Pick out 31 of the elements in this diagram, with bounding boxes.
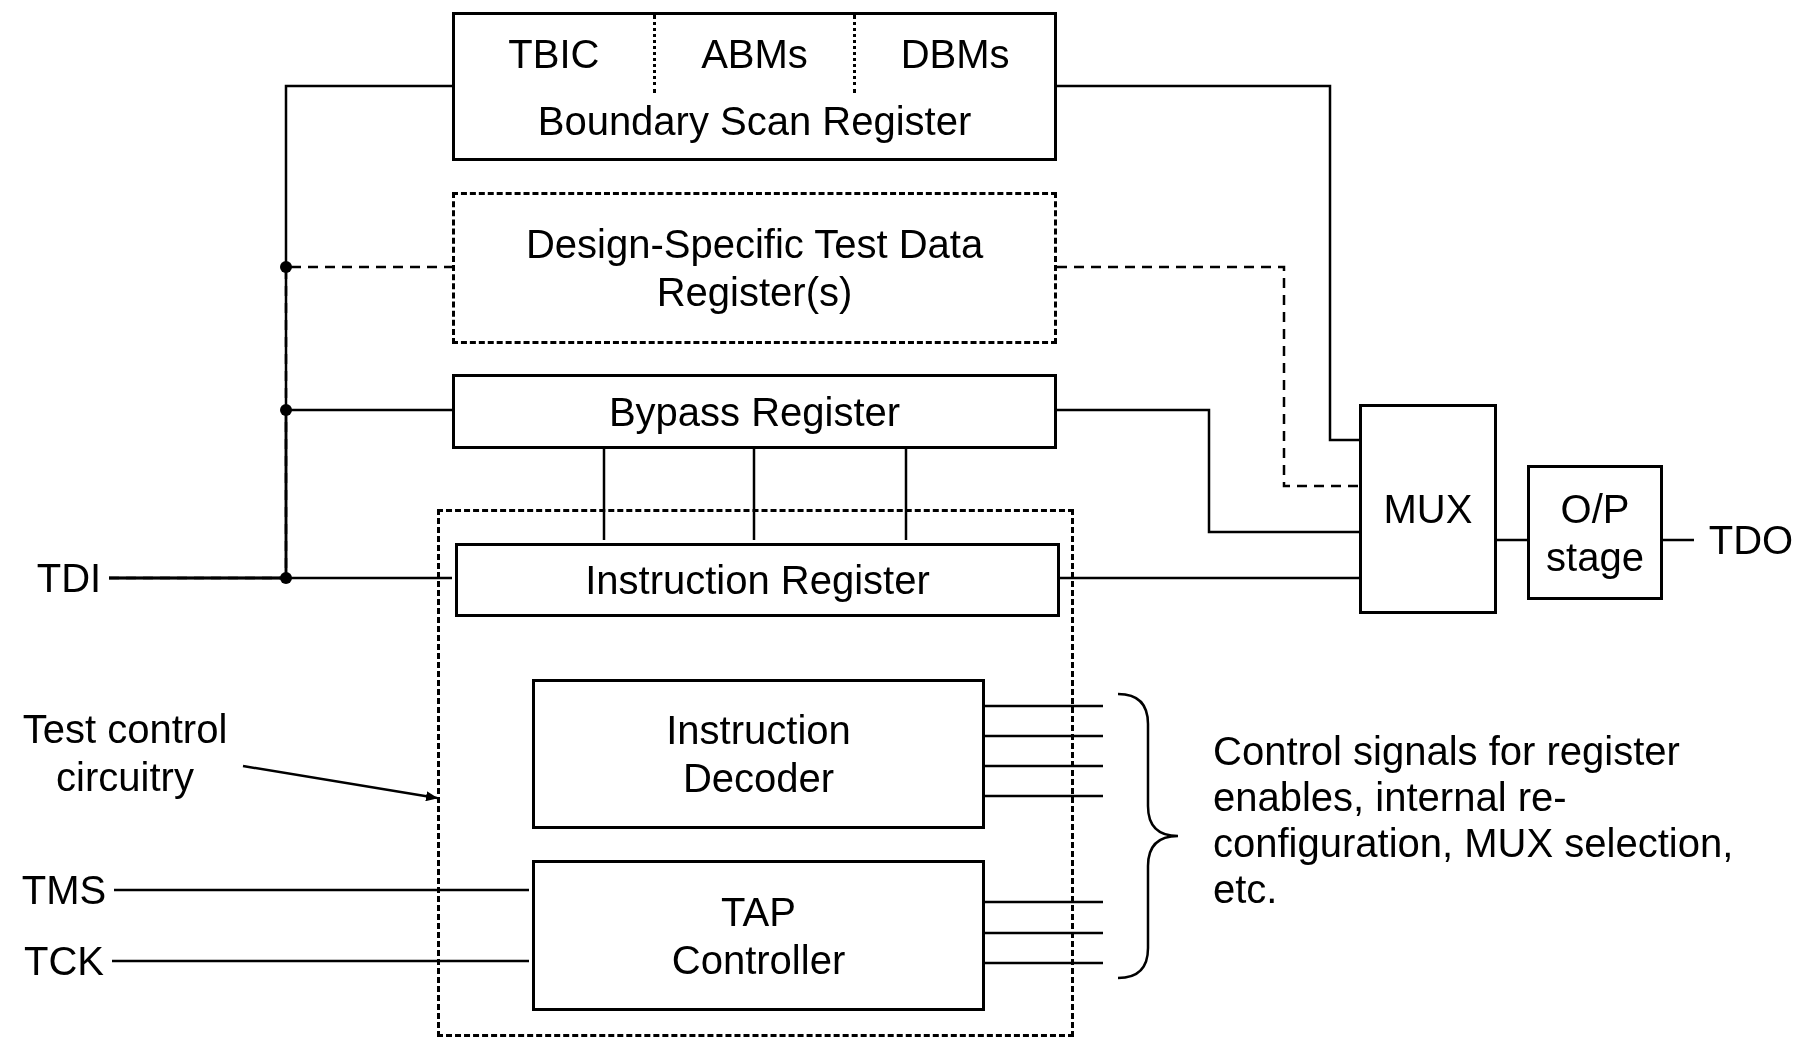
connector-line [114, 888, 529, 892]
arrow [242, 764, 438, 802]
controller-box: TAP Controller [532, 860, 985, 1011]
connector-line [1057, 265, 1359, 488]
connector-line [904, 449, 908, 540]
register-box [452, 12, 1057, 161]
register-box: Design-Specific Test Data Register(s) [452, 192, 1057, 344]
register-box: Bypass Register [452, 374, 1057, 449]
multiplexer-box: MUX [1359, 404, 1497, 614]
connector-line [112, 959, 529, 963]
annotation-text: Test control circuitry [0, 708, 250, 798]
section-label: DBMs [900, 31, 1010, 78]
connector-line [1057, 84, 1359, 442]
connector-line [1497, 538, 1527, 542]
dashed-region [437, 509, 1074, 1037]
connector-line [752, 449, 756, 540]
signal-label: TMS [4, 862, 124, 918]
output-stage-box: O/P stage [1527, 465, 1663, 600]
annotation-text: Control signals for register enables, internal re-configuration, MUX selection, etc. [1213, 728, 1735, 912]
decoder-box: Instruction Decoder [532, 679, 985, 829]
connector-line [109, 576, 452, 580]
section-label: ABMs [701, 31, 808, 78]
signal-label: TDO [1694, 512, 1808, 568]
section-label: TBIC [508, 31, 600, 78]
connector-line [1057, 408, 1359, 534]
register-title: Boundary Scan Register [537, 98, 972, 145]
connector-line [602, 449, 606, 540]
register-box: Instruction Register [455, 543, 1060, 617]
connector-line [1663, 538, 1694, 542]
signal-label: TDI [14, 550, 124, 606]
signal-label: TCK [6, 933, 122, 989]
